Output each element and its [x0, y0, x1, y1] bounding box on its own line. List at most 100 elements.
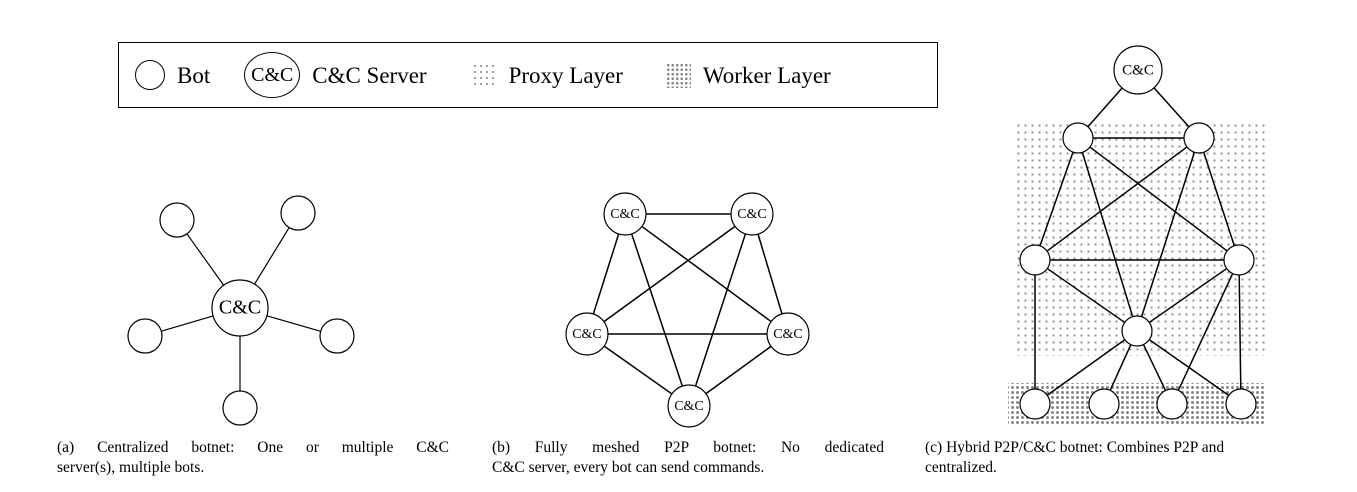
- node-label: C&C: [773, 327, 803, 342]
- caption-b-line1: (b) Fully meshed P2P botnet: No dedicate…: [492, 439, 884, 456]
- diagram-c-nodes: C&C: [1019, 45, 1257, 420]
- diagram-b-edges: [592, 213, 783, 395]
- cc-server-node: C&C: [211, 279, 269, 337]
- diagram-c-edges: [1034, 87, 1242, 396]
- legend-item-proxy-layer: Proxy Layer: [470, 62, 623, 88]
- edge: [1046, 339, 1126, 396]
- node-circle: [127, 318, 163, 354]
- edge: [1039, 151, 1074, 247]
- edge: [705, 345, 772, 395]
- legend-item-bot: Bot: [135, 60, 210, 90]
- node-circle: [1223, 244, 1255, 276]
- bot-node: [1183, 122, 1215, 154]
- node-circle: [280, 195, 316, 231]
- node-label: C&C: [737, 207, 767, 222]
- caption-a-line1: (a) Centralized botnet: One or multiple …: [57, 439, 449, 456]
- caption-b-line2: C&C server, every bot can send commands.: [492, 459, 765, 476]
- bot-node: [1225, 388, 1257, 420]
- cc-server-node: C&C: [603, 192, 647, 236]
- caption-a: (a) Centralized botnet: One or multiple …: [57, 438, 449, 478]
- node-circle: [1062, 122, 1094, 154]
- diagram-a-edges: [161, 227, 321, 391]
- bot-node: [1062, 122, 1094, 154]
- node-label: C&C: [219, 297, 261, 319]
- cc-server-node: C&C: [1113, 45, 1163, 95]
- edge: [1109, 344, 1132, 391]
- bot-node: [280, 195, 316, 231]
- cc-server-node: C&C: [565, 312, 609, 356]
- diagram-a-nodes: C&C: [127, 195, 355, 426]
- node-circle: [159, 202, 195, 238]
- bot-circle-icon: [135, 60, 165, 90]
- bot-node: [1121, 315, 1153, 347]
- caption-c-line2: centralized.: [925, 459, 997, 476]
- legend-label-bot: Bot: [177, 62, 211, 88]
- bot-node: [319, 318, 355, 354]
- node-label: C&C: [674, 399, 704, 414]
- node-circle: [1156, 388, 1188, 420]
- node-circle: [1183, 122, 1215, 154]
- edge: [1140, 152, 1196, 317]
- caption-a-line2: server(s), multiple bots.: [57, 459, 205, 476]
- cc-server-node: C&C: [730, 192, 774, 236]
- edge: [1089, 146, 1228, 252]
- cc-server-node: C&C: [766, 312, 810, 356]
- node-circle: [730, 192, 774, 236]
- legend-item-cc-server: C&C C&C Server: [244, 52, 427, 98]
- node-circle: [1113, 45, 1163, 95]
- edge: [1142, 344, 1167, 391]
- cc-server-ellipse-icon: C&C: [244, 52, 301, 98]
- edge: [603, 345, 673, 395]
- node-circle: [1019, 388, 1051, 420]
- node-circle: [1121, 315, 1153, 347]
- node-label: C&C: [610, 207, 640, 222]
- edge: [1046, 146, 1188, 252]
- node-label: C&C: [572, 327, 602, 342]
- edge: [1177, 273, 1234, 391]
- cc-server-node: C&C: [667, 384, 711, 428]
- legend-item-worker-layer: Worker Layer: [664, 62, 831, 88]
- bot-node: [222, 390, 258, 426]
- edge: [630, 233, 684, 387]
- node-circle: [766, 312, 810, 356]
- worker-layer-pattern-icon: [664, 62, 691, 88]
- caption-b: (b) Fully meshed P2P botnet: No dedicate…: [492, 438, 884, 478]
- edge: [1087, 87, 1123, 128]
- edge: [641, 225, 772, 323]
- legend-label-worker-layer: Worker Layer: [702, 62, 831, 88]
- node-circle: [211, 279, 269, 337]
- bot-node: [1019, 244, 1051, 276]
- edge: [254, 227, 290, 285]
- edge: [161, 315, 214, 332]
- edge: [1148, 267, 1228, 324]
- node-circle: [1225, 388, 1257, 420]
- node-circle: [1088, 388, 1120, 420]
- bot-node: [159, 202, 195, 238]
- legend-label-cc-server: C&C Server: [312, 62, 427, 88]
- bot-node: [1019, 388, 1051, 420]
- edge: [1046, 267, 1126, 324]
- bot-node: [1156, 388, 1188, 420]
- edge: [1238, 274, 1242, 390]
- node-circle: [565, 312, 609, 356]
- caption-c-line1: (c) Hybrid P2P/C&C botnet: Combines P2P …: [925, 439, 1225, 456]
- diagram-b-nodes: C&C C&C C&C C&C C&C: [565, 192, 810, 428]
- node-circle: [603, 192, 647, 236]
- edge: [694, 233, 747, 387]
- node-circle: [1019, 244, 1051, 276]
- edge: [1081, 152, 1134, 317]
- node-circle: [222, 390, 258, 426]
- edge: [1202, 152, 1236, 246]
- node-circle: [667, 384, 711, 428]
- bot-node: [127, 318, 163, 354]
- proxy-layer-pattern-icon: [470, 62, 497, 88]
- legend: Bot C&C C&C Server Proxy Layer Worker La…: [118, 42, 938, 108]
- edge: [603, 225, 736, 323]
- edge: [266, 315, 321, 332]
- node-circle: [319, 318, 355, 354]
- edge: [757, 233, 783, 315]
- caption-c: (c) Hybrid P2P/C&C botnet: Combines P2P …: [925, 438, 1317, 478]
- edge: [1153, 87, 1190, 128]
